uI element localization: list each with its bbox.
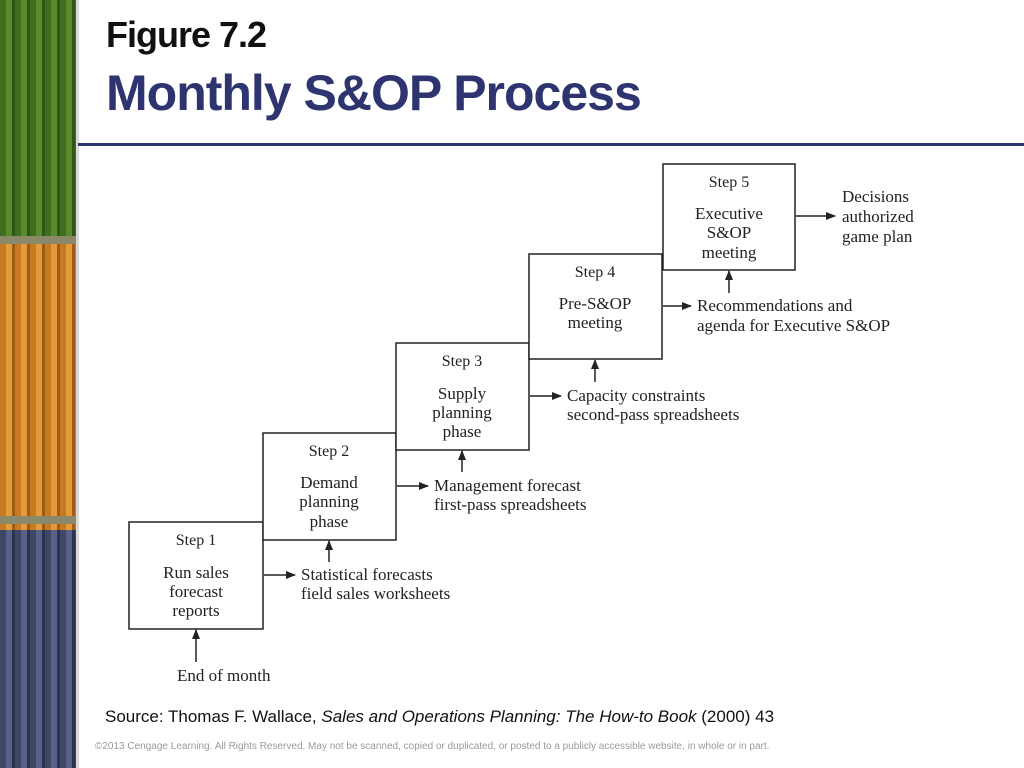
source-citation: Source: Thomas F. Wallace, Sales and Ope… xyxy=(105,707,774,727)
figure-number: Figure 7.2 xyxy=(106,14,267,55)
step-4-output-line-2: agenda for Executive S&OP xyxy=(697,316,890,335)
source-prefix: Source: Thomas F. Wallace, xyxy=(105,707,322,726)
source-book-title: Sales and Operations Planning: The How-t… xyxy=(321,707,697,726)
strip-orange-segment xyxy=(0,240,78,530)
step-2-line-2: planning xyxy=(299,492,359,511)
strip-blue-segment xyxy=(0,530,78,768)
step-3-line-3: phase xyxy=(443,422,482,441)
step-4-label: Step 4 xyxy=(575,264,615,281)
step-1-rect xyxy=(128,521,264,630)
step-1-box: Step 1 Run sales forecast reports xyxy=(128,521,264,630)
step-5-output-line-2: authorized xyxy=(842,207,914,226)
step-2-output-line-1: Management forecast xyxy=(434,476,581,495)
sop-process-diagram: Step 1 Run sales forecast reports Step 2… xyxy=(128,163,914,685)
step-3-box: Step 3 Supply planning phase xyxy=(395,342,530,451)
trigger-label: End of month xyxy=(177,666,271,685)
step-5-output-line-3: game plan xyxy=(842,227,913,246)
step-5-line-2: S&OP xyxy=(707,223,751,242)
source-suffix: (2000) 43 xyxy=(696,707,775,726)
step-3-rect xyxy=(395,342,530,451)
strip-band xyxy=(0,516,78,524)
step-5-line-1: Executive xyxy=(695,204,763,223)
step-5-label: Step 5 xyxy=(709,174,749,191)
step-2-line-1: Demand xyxy=(300,473,358,492)
step-2-rect xyxy=(262,432,397,541)
step-1-output-line-2: field sales worksheets xyxy=(301,584,450,603)
step-1-label: Step 1 xyxy=(176,532,216,549)
strip-edge xyxy=(76,0,79,768)
step-3-line-1: Supply xyxy=(438,384,487,403)
step-5-box: Step 5 Executive S&OP meeting xyxy=(662,163,796,271)
step-2-box: Step 2 Demand planning phase xyxy=(262,432,397,541)
step-2-output-line-2: first-pass spreadsheets xyxy=(434,495,587,514)
strip-green-segment xyxy=(0,0,78,240)
step-3-output-line-2: second-pass spreadsheets xyxy=(567,405,739,424)
step-1-line-3: reports xyxy=(172,601,219,620)
step-4-output-line-1: Recommendations and xyxy=(697,296,853,315)
step-1-line-2: forecast xyxy=(169,582,223,601)
copyright-notice: ©2013 Cengage Learning. All Rights Reser… xyxy=(95,741,770,752)
step-5-output-line-1: Decisions xyxy=(842,187,909,206)
step-4-box: Step 4 Pre-S&OP meeting xyxy=(528,253,663,360)
page-title: Monthly S&OP Process xyxy=(106,65,642,121)
step-4-line-1: Pre-S&OP xyxy=(559,294,632,313)
step-3-line-2: planning xyxy=(432,403,492,422)
step-1-output-line-1: Statistical forecasts xyxy=(301,565,433,584)
step-3-output-line-1: Capacity constraints xyxy=(567,386,705,405)
step-3-label: Step 3 xyxy=(442,353,482,370)
step-4-line-2: meeting xyxy=(568,313,623,332)
step-5-line-3: meeting xyxy=(702,243,757,262)
step-2-label: Step 2 xyxy=(309,443,349,460)
step-2-line-3: phase xyxy=(310,512,349,531)
title-divider xyxy=(78,143,1024,146)
step-1-line-1: Run sales xyxy=(163,563,229,582)
strip-band xyxy=(0,236,78,244)
decorative-container-strip xyxy=(0,0,78,768)
